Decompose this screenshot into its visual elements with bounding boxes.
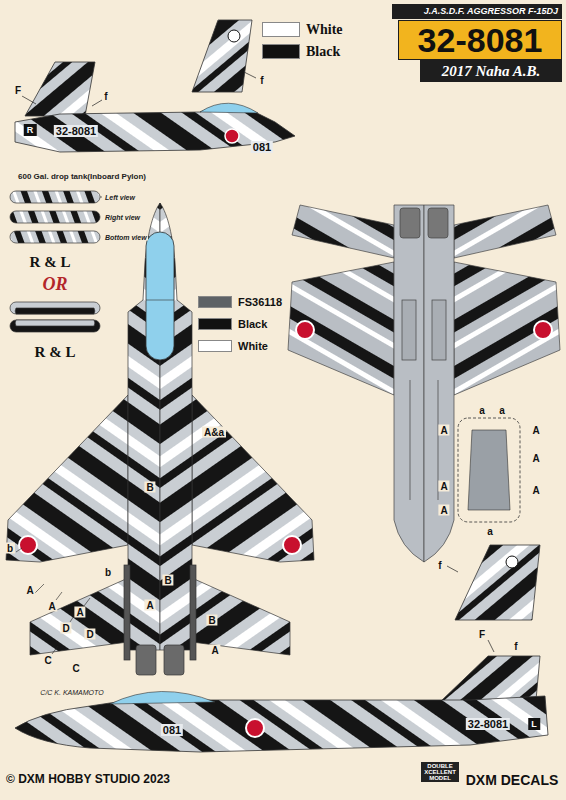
- callout-letter: b: [103, 567, 113, 578]
- view-label: Right view: [104, 214, 141, 221]
- nose-number: 081: [161, 724, 183, 736]
- legend-swatch: [262, 44, 300, 59]
- callout-letter: f: [436, 560, 443, 571]
- callout-letter: B: [206, 615, 217, 626]
- brand-logo: DOUBLE XCELLENT MODEL: [421, 762, 459, 782]
- callout-letter: F: [477, 629, 487, 640]
- callout-letter: A: [438, 505, 449, 516]
- callout-letter: A: [24, 585, 35, 596]
- copyright-caption: © DXM HOBBY STUDIO 2023: [6, 772, 170, 786]
- callout-letter: C: [42, 655, 53, 666]
- legend-text: White: [306, 22, 343, 38]
- side-marker: R: [24, 124, 37, 136]
- callout-letter: A&a: [202, 427, 226, 438]
- callout-letter: C: [70, 663, 81, 674]
- callout-letter: A: [438, 481, 449, 492]
- legend-text: White: [238, 340, 268, 352]
- callout-letter: A: [530, 425, 541, 436]
- callout-letter: A: [438, 425, 449, 436]
- legend-swatch: [198, 318, 232, 330]
- view-label: Bottom view: [104, 234, 148, 241]
- sheet-title: J.A.S.D.F. AGGRESSOR F-15DJ: [392, 4, 562, 19]
- legend-text: FS36118: [238, 296, 282, 308]
- side-note: R & L: [35, 344, 76, 361]
- serial-number: 32-8081: [466, 718, 510, 730]
- side-note: R & L: [30, 254, 71, 271]
- callout-letter: f: [102, 91, 109, 102]
- legend-swatch: [198, 296, 232, 308]
- callout-letter: D: [84, 629, 95, 640]
- legend-text: Black: [306, 44, 340, 60]
- base-box: 2017 Naha A.B.: [420, 60, 562, 82]
- callout-letter: B: [144, 482, 155, 493]
- or-note: OR: [42, 274, 67, 295]
- box-text: 2017 Naha A.B.: [442, 63, 541, 80]
- view-label: Left view: [104, 194, 136, 201]
- callout-letter: f: [258, 75, 265, 86]
- callout-letter: f: [512, 641, 519, 652]
- side-marker: L: [528, 718, 540, 730]
- serial-box: 32-8081: [398, 20, 562, 60]
- nose-number: 081: [251, 141, 273, 153]
- credit-note: C/C K. KAMAMOTO: [40, 689, 103, 696]
- callout-letter: A: [530, 453, 541, 464]
- callout-letter: A: [144, 600, 155, 611]
- callout-letter: a: [485, 526, 495, 537]
- legend-swatch: [262, 22, 300, 37]
- callout-letter: A: [530, 485, 541, 496]
- callout-letter: F: [13, 85, 23, 96]
- brand-name: DXM DECALS: [466, 772, 559, 788]
- box-text: 32-8081: [418, 21, 543, 60]
- legend-swatch: [198, 340, 232, 352]
- callout-letter: D: [60, 623, 71, 634]
- serial-number: 32-8081: [54, 125, 98, 137]
- callout-letter: a: [497, 405, 507, 416]
- legend-text: Black: [238, 318, 267, 330]
- callout-letter: a: [477, 405, 487, 416]
- callout-letter: b: [5, 543, 15, 554]
- tank-note: 600 Gal. drop tank(Inboard Pylon): [18, 172, 146, 181]
- callout-letter: A: [209, 645, 220, 656]
- callout-letter: B: [162, 575, 173, 586]
- callout-letter: A: [74, 607, 85, 618]
- callout-letter: A: [46, 601, 57, 612]
